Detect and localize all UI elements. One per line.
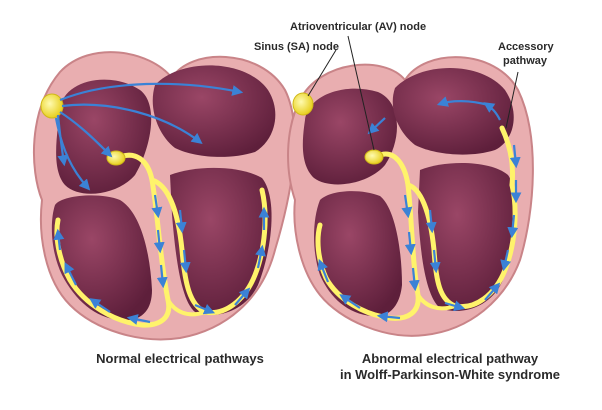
normal-av-node (106, 150, 126, 166)
accessory-leader (505, 71, 519, 129)
av-node-label: Atrioventricular (AV) node (290, 21, 427, 33)
normal-impulse-arrows (53, 82, 270, 325)
wpw-impulse-arrows (317, 96, 522, 323)
av-node-leader (347, 35, 375, 151)
wpw-caption-line2: in Wolff-Parkinson-White syndrome (339, 367, 561, 382)
sa-node-leader (307, 49, 337, 97)
normal-left-atrium (152, 65, 276, 157)
wpw-heart (287, 35, 534, 337)
normal-heart (32, 51, 296, 341)
sa-node-label: Sinus (SA) node (254, 41, 339, 53)
normal-caption: Normal electrical pathways (96, 351, 264, 366)
callout-lines (307, 35, 519, 151)
wpw-left-ventricle (418, 163, 516, 311)
accessory-pathway-label-line2: pathway (503, 55, 548, 67)
wpw-right-ventricle (314, 191, 402, 317)
wpw-left-atrium (392, 68, 514, 155)
wpw-caption-line1: Abnormal electrical pathway (361, 351, 539, 366)
normal-right-atrium (56, 79, 152, 194)
wpw-sa-node (292, 92, 314, 116)
accessory-pathway-label-line1: Accessory (498, 41, 554, 53)
normal-left-ventricle (170, 167, 272, 315)
accessory-pathway-strand (499, 125, 515, 188)
normal-sa-node (40, 93, 64, 119)
wpw-av-node (364, 149, 384, 165)
